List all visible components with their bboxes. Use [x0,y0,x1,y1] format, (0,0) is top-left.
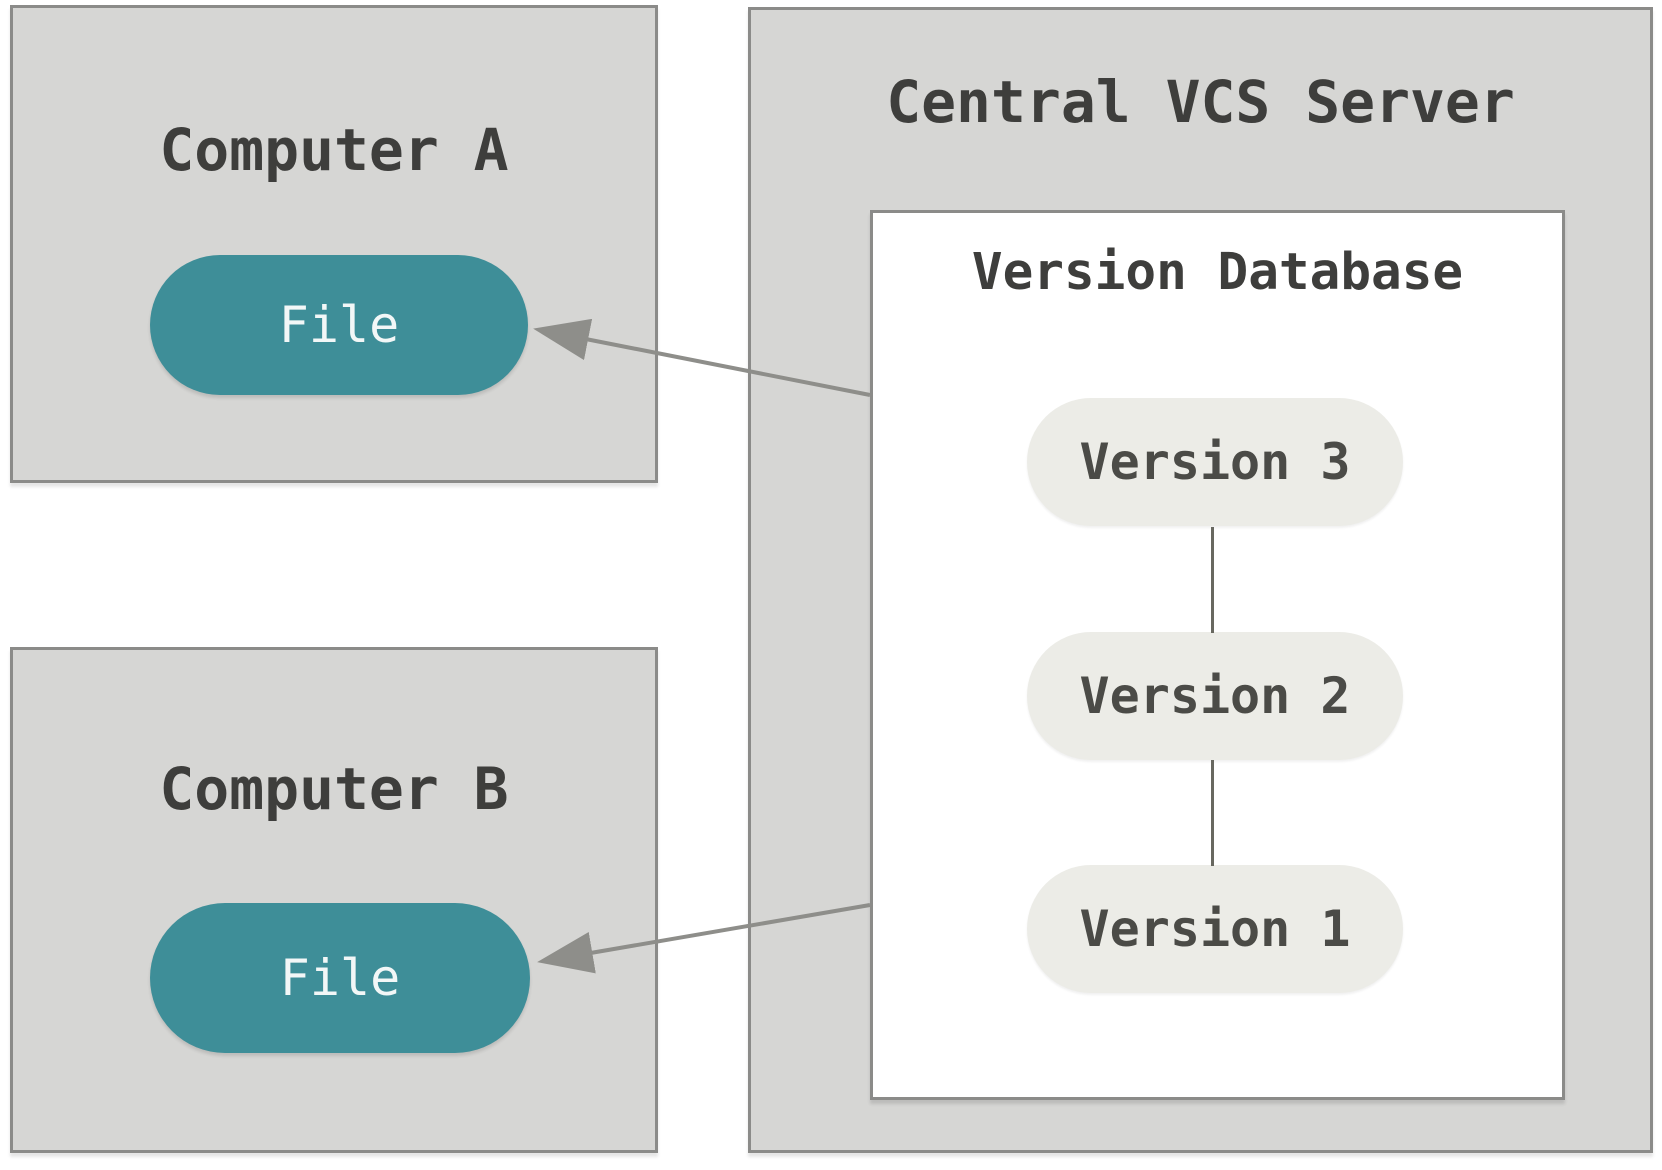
computer-b-file-label: File [279,949,401,1007]
central-vcs-server-title: Central VCS Server [886,68,1515,136]
computer-a-file-label: File [278,296,400,354]
version-2-pill: Version 2 [1027,632,1403,760]
version-1-label: Version 1 [1079,900,1351,958]
version-1-pill: Version 1 [1027,865,1403,993]
connector-v3-v2 [1211,527,1214,633]
connector-v2-v1 [1211,760,1214,866]
version-3-label: Version 3 [1079,433,1351,491]
computer-b-box: Computer B [10,647,658,1153]
computer-a-title: Computer A [159,116,509,184]
computer-b-title: Computer B [159,755,509,823]
computer-a-box: Computer A [10,5,658,483]
computer-b-file-pill: File [150,903,530,1053]
version-2-label: Version 2 [1079,667,1351,725]
version-database-title: Version Database [971,243,1464,302]
computer-a-file-pill: File [150,255,528,395]
version-3-pill: Version 3 [1027,398,1403,526]
